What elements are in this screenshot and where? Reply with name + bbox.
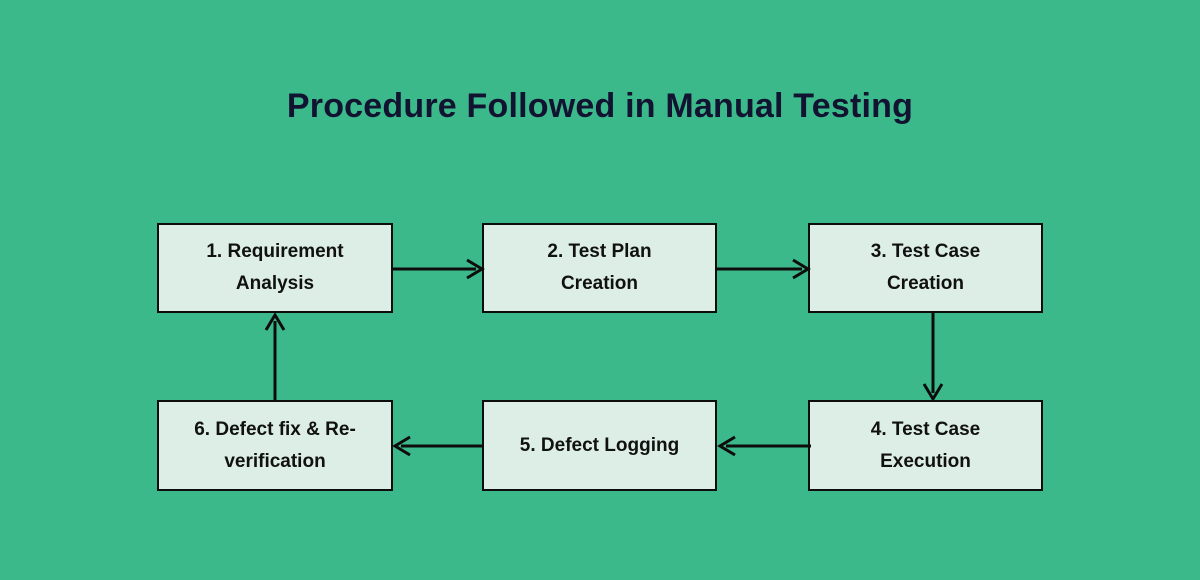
arrow-test-case-execution-to-defect-logging <box>717 435 811 457</box>
flow-node-line-1: 3. Test Case <box>870 241 981 262</box>
flow-node-line-2: Creation <box>886 273 965 294</box>
flow-node-label: 6. Defect fix & Re-verification <box>173 414 377 478</box>
arrow-defect-logging-to-defect-fix-reverification <box>392 435 484 457</box>
arrow-test-case-creation-to-test-case-execution <box>922 313 944 402</box>
flow-node-defect-logging[interactable]: 5. Defect Logging <box>482 400 717 491</box>
arrow-test-plan-creation-to-test-case-creation <box>717 258 811 280</box>
flow-node-line-1: 4. Test Case <box>870 418 981 440</box>
arrow-defect-fix-reverification-to-requirement-analysis <box>264 312 286 402</box>
flow-node-line-1: 2. Test Plan <box>547 241 652 262</box>
flow-node-line-2: Analysis <box>235 273 315 294</box>
flow-node-line-1: 6. Defect fix & Re- <box>194 418 356 440</box>
flow-node-label: 5. Defect Logging <box>519 434 680 456</box>
flow-node-line-2: Execution <box>880 450 971 472</box>
flow-node-line-1: 1. Requirement <box>206 241 344 262</box>
flow-node-line-2: verification <box>224 450 326 472</box>
flow-node-defect-fix-reverification[interactable]: 6. Defect fix & Re-verification <box>157 400 393 491</box>
flow-node-line-2: Creation <box>560 273 639 294</box>
page-title: Procedure Followed in Manual Testing <box>286 87 914 125</box>
arrow-requirement-analysis-to-test-plan-creation <box>393 258 485 280</box>
